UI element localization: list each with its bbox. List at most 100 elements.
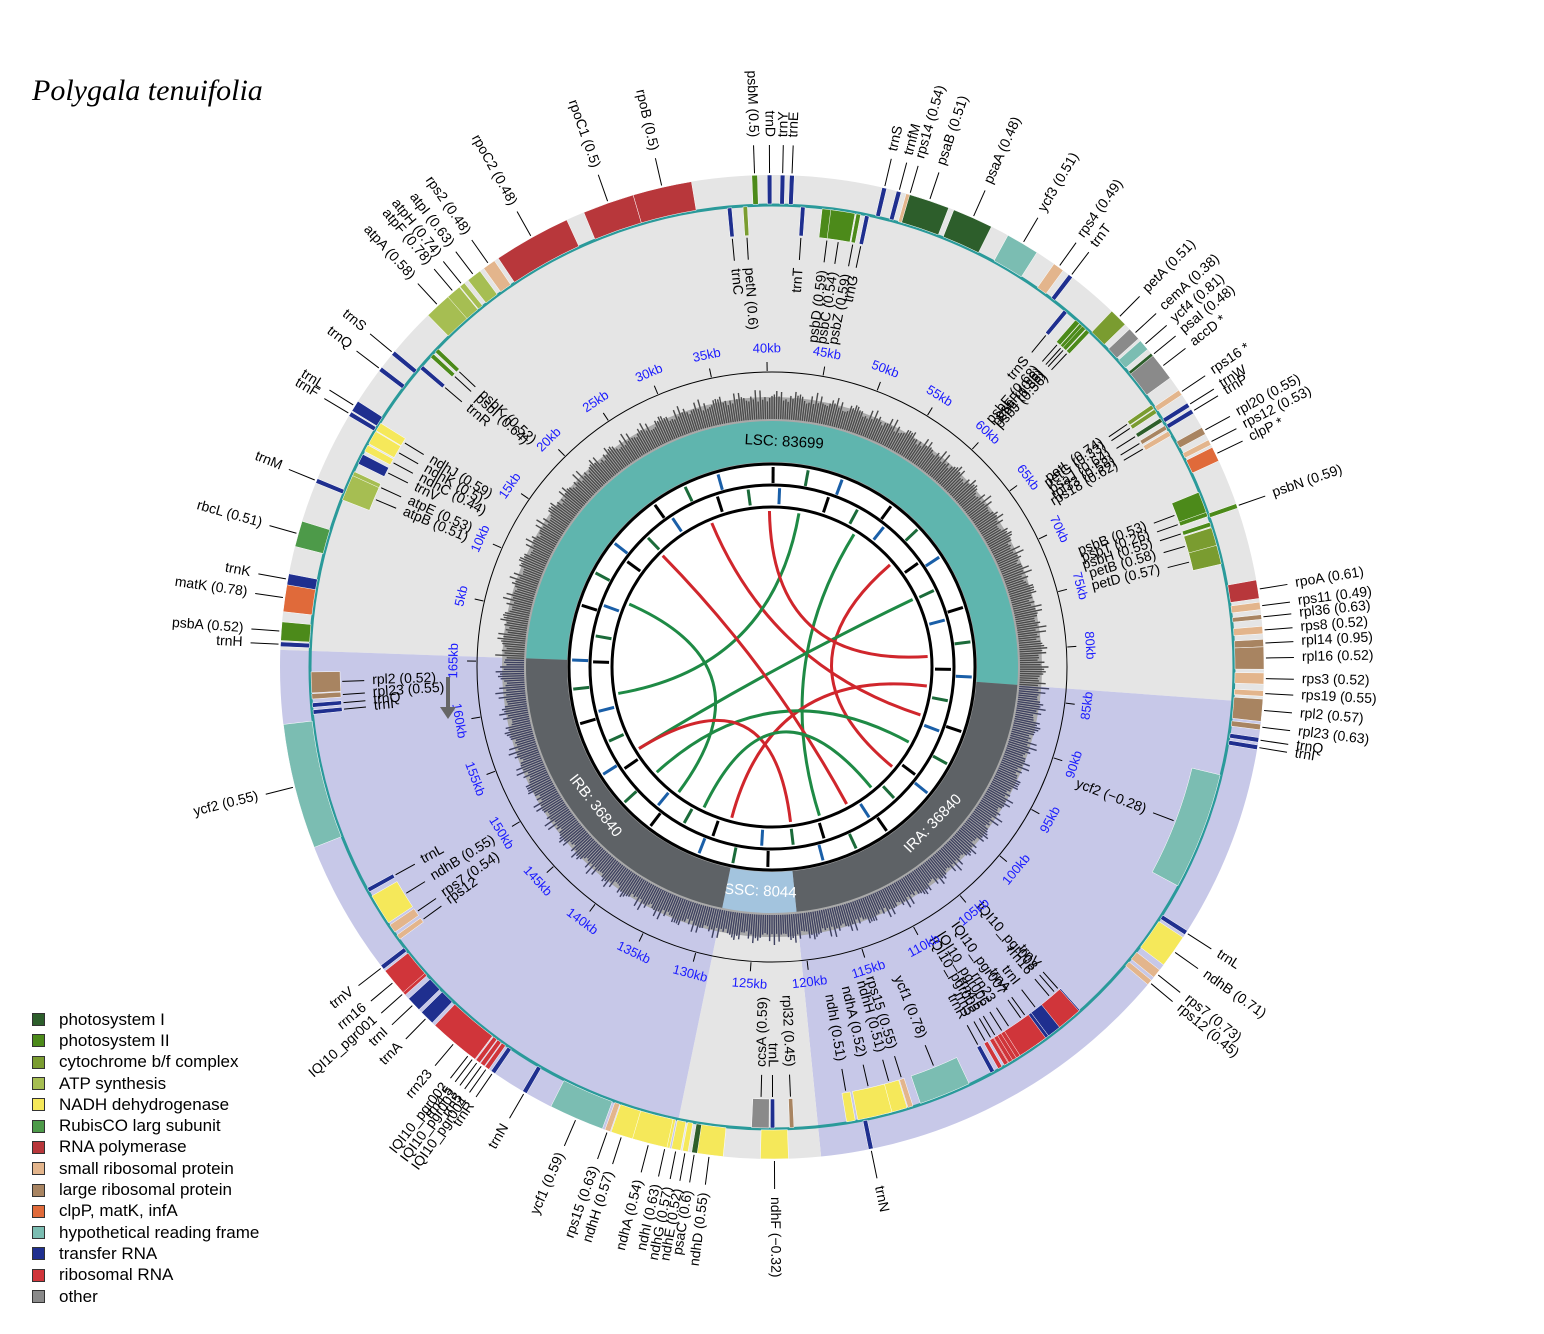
gc-bar xyxy=(829,403,836,427)
gc-bar xyxy=(743,913,747,933)
gc-bar xyxy=(697,408,705,429)
gc-bar xyxy=(571,830,587,845)
gc-bar xyxy=(820,404,827,425)
gc-bar xyxy=(1004,575,1022,583)
gc-bar xyxy=(701,906,709,929)
gc-bar xyxy=(574,832,589,846)
gc-bar xyxy=(754,914,758,939)
gc-bar xyxy=(541,790,558,801)
gc-bar xyxy=(550,505,572,522)
legend-swatch xyxy=(32,1204,45,1218)
gc-bar xyxy=(1018,696,1038,701)
gene-leader-line xyxy=(358,968,381,986)
repeat-chord xyxy=(702,730,873,809)
gc-bar xyxy=(558,824,582,843)
gene-leader-line xyxy=(855,246,862,268)
gc-bar xyxy=(605,454,620,473)
kb-tick-label: 125kb xyxy=(731,974,767,991)
gc-bar xyxy=(1019,651,1047,655)
gc-bar xyxy=(1017,698,1041,703)
gc-bar xyxy=(745,400,749,421)
gc-bar xyxy=(913,445,928,465)
gc-bar xyxy=(920,864,933,880)
gene-block xyxy=(522,1065,542,1094)
gc-bar xyxy=(940,847,963,871)
gene-block xyxy=(311,691,342,700)
kb-tick xyxy=(861,948,866,958)
kb-tick-label: 35kb xyxy=(691,344,722,364)
gene-label-layer: rpoC2 (0.48)rpoC1 (0.5)rpoB (0.5)psbM (0… xyxy=(172,70,1378,1277)
gc-bar xyxy=(607,448,624,470)
gc-bar xyxy=(827,908,833,927)
gc-bar xyxy=(602,863,622,888)
gc-bar xyxy=(818,910,824,929)
gc-bar xyxy=(650,429,661,447)
gc-bar xyxy=(1016,707,1037,712)
gene-leader-line xyxy=(1119,296,1140,317)
repeat-mark xyxy=(623,790,638,804)
gene-leader-line xyxy=(1156,524,1178,533)
repeat-mark xyxy=(932,754,948,766)
gc-bar xyxy=(1013,719,1038,727)
gene-label: trnI xyxy=(373,695,395,713)
gc-bar xyxy=(712,400,720,426)
gene-leader-line xyxy=(1181,375,1206,392)
gene-block xyxy=(1231,696,1264,722)
gc-bar xyxy=(955,832,973,848)
legend-item: hypothetical reading frame xyxy=(32,1222,259,1243)
gc-bar xyxy=(681,900,690,921)
gc-bar xyxy=(862,897,873,922)
gene-leader-line xyxy=(909,165,919,193)
legend-label: photosystem II xyxy=(59,1030,170,1050)
gene-block xyxy=(798,206,806,237)
gc-bar xyxy=(958,488,978,505)
gc-bar xyxy=(504,611,530,619)
kb-tick xyxy=(1009,485,1018,492)
gc-bar xyxy=(523,753,540,761)
gc-bar xyxy=(748,401,752,421)
gc-bar xyxy=(570,834,590,852)
gc-bar xyxy=(920,453,934,470)
gene-block xyxy=(1234,672,1265,685)
gc-bar xyxy=(704,906,711,926)
repeat-mark xyxy=(848,833,858,850)
gene-leader-line xyxy=(898,162,908,190)
gc-bar xyxy=(997,554,1018,565)
gene-block xyxy=(760,1129,789,1160)
gc-bar xyxy=(515,580,538,589)
gene-block xyxy=(294,520,331,554)
gc-bar xyxy=(782,400,785,420)
gc-bar xyxy=(978,513,1004,531)
kb-tick xyxy=(511,821,520,827)
gc-bar xyxy=(1000,563,1022,573)
gc-bar xyxy=(935,467,949,482)
gc-bar xyxy=(506,602,532,610)
gc-bar xyxy=(887,426,901,449)
gene-leader-line xyxy=(1193,395,1219,411)
legend-swatch xyxy=(32,1183,45,1197)
gc-bar xyxy=(525,543,551,557)
gc-bar xyxy=(533,792,559,808)
gene-leader-line xyxy=(454,376,472,392)
kb-tick xyxy=(492,543,502,549)
gc-bar xyxy=(752,399,756,420)
gc-bar xyxy=(501,649,525,653)
gc-bar xyxy=(722,910,728,932)
gc-bar xyxy=(1019,672,1044,675)
legend-swatch xyxy=(32,1268,45,1282)
gc-bar xyxy=(690,410,699,431)
gene-block xyxy=(976,1045,995,1074)
gc-bar xyxy=(534,782,554,794)
gc-bar xyxy=(539,529,559,542)
gene-label: ccsA (0.59) xyxy=(753,997,771,1067)
repeat-chord xyxy=(710,522,921,717)
gc-bar xyxy=(515,734,534,742)
gene-leader-line xyxy=(791,145,794,174)
gc-bar xyxy=(977,514,998,529)
gene-block xyxy=(1062,325,1086,351)
gc-bar xyxy=(735,912,741,936)
gc-bar xyxy=(814,911,820,935)
gc-bar xyxy=(1019,647,1048,651)
gc-bar xyxy=(652,890,666,917)
